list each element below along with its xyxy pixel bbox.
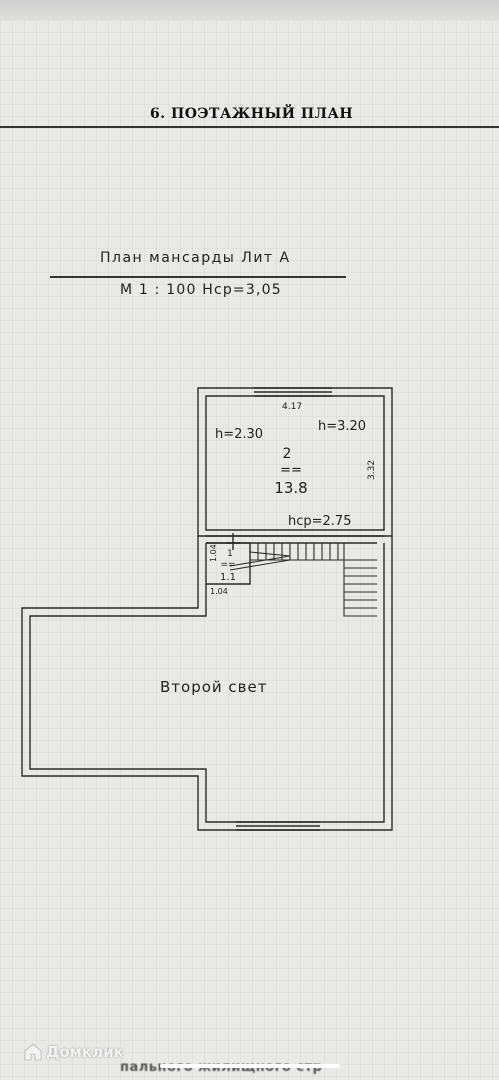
dimension-line-1-04 (226, 533, 240, 550)
void-outer-wall (21, 536, 393, 831)
brand-name: Домклик (46, 1043, 124, 1061)
void-inner-wall (29, 543, 385, 823)
domclick-watermark: Домклик (24, 1043, 124, 1061)
section-title-rule (0, 126, 499, 128)
dim-width-4-17: 4.17 (282, 402, 302, 412)
height-right-label: h=3.20 (318, 419, 366, 434)
dim-depth-3-32: 3.32 (367, 460, 377, 480)
dim-depth-1-04: 1.04 (209, 544, 218, 562)
home-indicator-bar[interactable] (160, 1064, 340, 1068)
height-left-label: h=2.30 (215, 427, 263, 442)
plan-title: План мансарды Лит А (100, 250, 291, 266)
house-logo-icon (24, 1043, 42, 1061)
plan-scale: М 1 : 100 Нср=3,05 (120, 282, 282, 298)
room-2-separator: == (280, 463, 302, 478)
void-window (236, 821, 320, 831)
room-1-1-number: 1 (227, 549, 233, 559)
height-avg-label: hср=2.75 (288, 514, 351, 529)
room-2-area: 13.8 (274, 479, 307, 497)
dim-width-1-04: 1.04 (210, 587, 228, 596)
room-1-1-area: 1.1 (220, 572, 236, 583)
room-2-number: 2 (283, 446, 292, 462)
void-label: Второй свет (160, 678, 267, 696)
staircase (229, 543, 377, 617)
plan-title-rule (50, 276, 346, 278)
bottom-stamp-text: пального жилищного стр (120, 1060, 322, 1075)
room-2-window (254, 387, 332, 397)
section-title: 6. ПОЭТАЖНЫЙ ПЛАН (150, 106, 354, 122)
room-1-1-separator: == (220, 560, 235, 570)
